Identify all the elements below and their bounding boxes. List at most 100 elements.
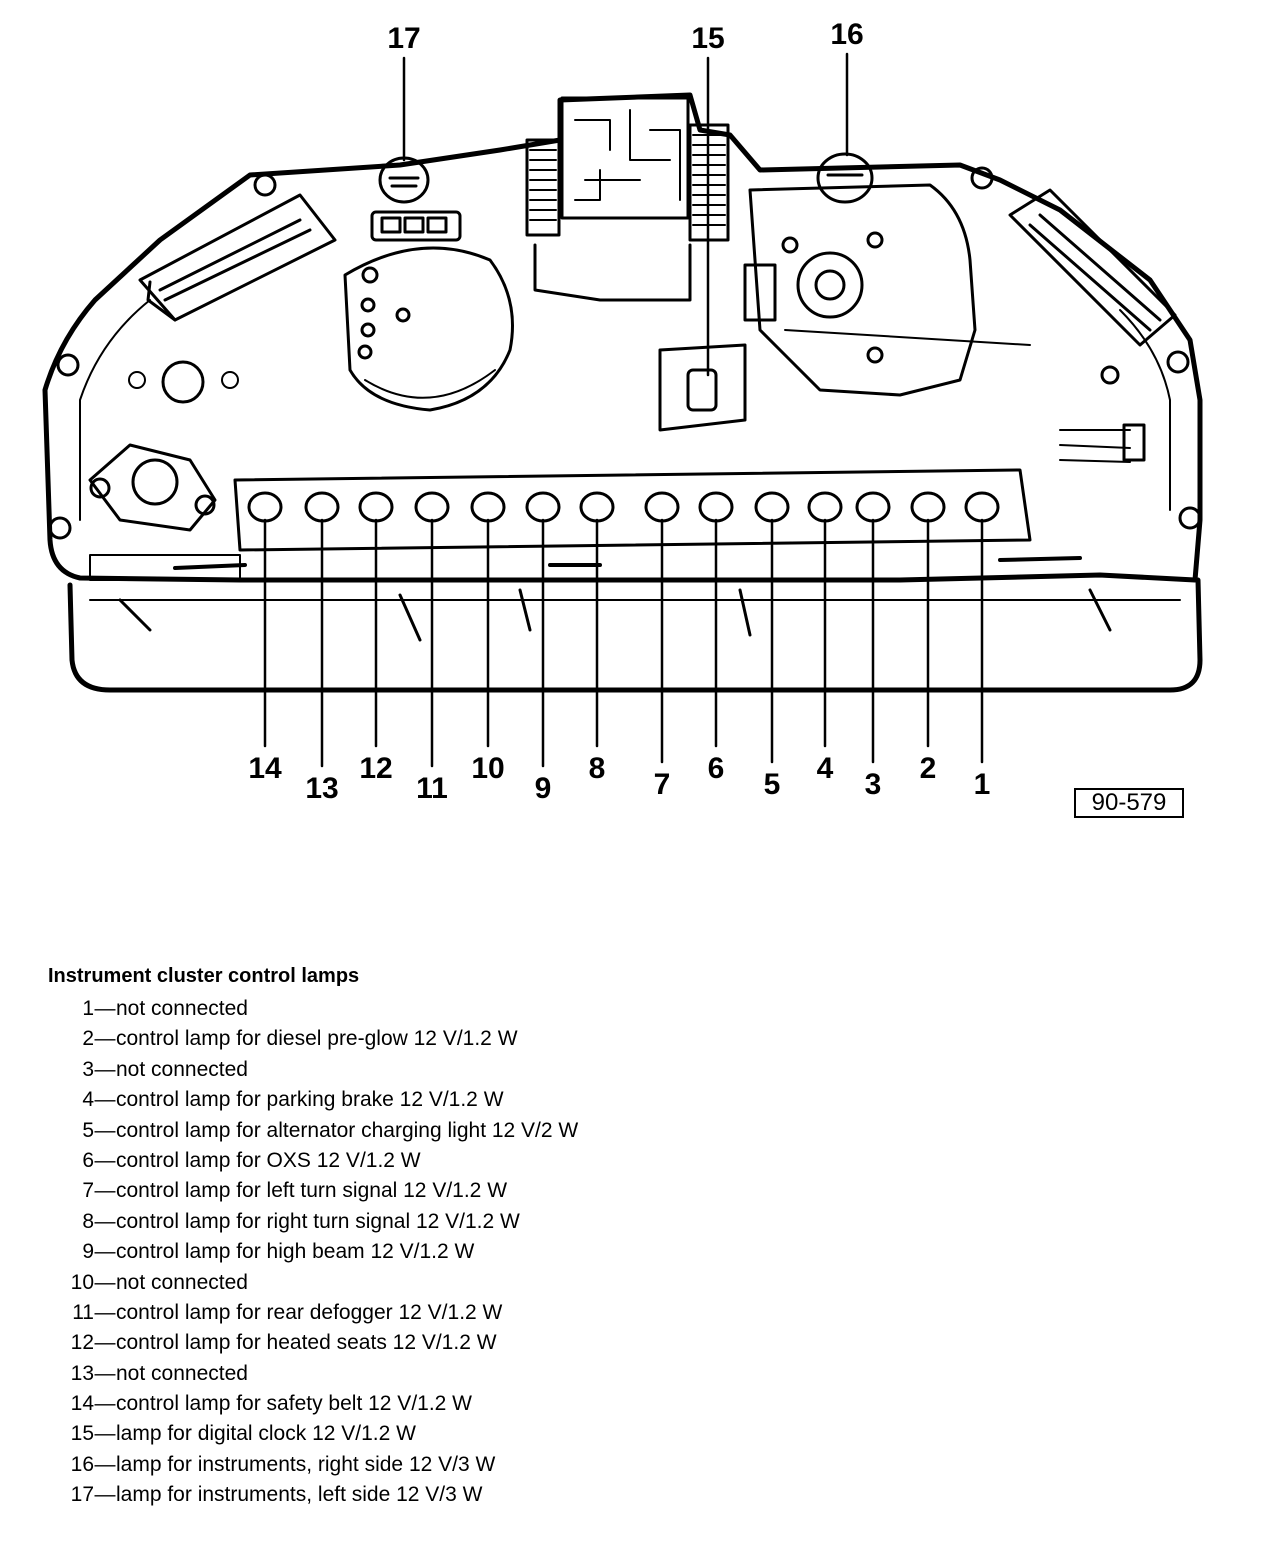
- legend-item-separator: —: [94, 1483, 116, 1507]
- legend-item-number: 10: [70, 1270, 94, 1294]
- callout-6: 6: [708, 752, 725, 785]
- lamp-bulb-13: [304, 491, 340, 523]
- lamp-bulb-7: [644, 491, 680, 523]
- lamp-bulb-8: [579, 491, 615, 523]
- legend-item-text: control lamp for rear defogger 12 V/1.2 …: [116, 1300, 503, 1324]
- legend-item-text: not connected: [116, 997, 248, 1020]
- legend-item-number: 8: [82, 1209, 94, 1233]
- callout-3: 3: [865, 768, 882, 801]
- callout-10: 10: [471, 752, 504, 785]
- legend-item-separator: —: [94, 1088, 116, 1112]
- figure-reference-code: 90-579: [1074, 788, 1184, 818]
- legend-item-separator: —: [94, 1179, 116, 1203]
- legend-item-number: 14: [70, 1392, 94, 1416]
- legend-item-separator: —: [94, 997, 116, 1020]
- callout-4: 4: [817, 752, 834, 785]
- legend-item: 11—control lamp for rear defogger 12 V/1…: [48, 1298, 948, 1328]
- legend-item: 3—not connected: [48, 1055, 948, 1085]
- legend-item-text: control lamp for right turn signal 12 V/…: [116, 1209, 520, 1233]
- legend-item: 12—control lamp for heated seats 12 V/1.…: [48, 1328, 948, 1358]
- legend-item-number: 6: [82, 1148, 94, 1172]
- legend-item-separator: —: [94, 1209, 116, 1233]
- legend-item: 16—lamp for instruments, right side 12 V…: [48, 1450, 948, 1480]
- legend-item-separator: —: [94, 1422, 116, 1446]
- lamp-bulb-6: [698, 491, 734, 523]
- lamp-bulb-10: [470, 491, 506, 523]
- legend-item-number: 12: [70, 1331, 94, 1355]
- legend-item-text: control lamp for diesel pre-glow 12 V/1.…: [116, 1027, 518, 1051]
- legend-item-text: control lamp for heated seats 12 V/1.2 W: [116, 1331, 497, 1355]
- legend-item: 7—control lamp for left turn signal 12 V…: [48, 1176, 948, 1206]
- left-rotary-switch: [88, 443, 217, 532]
- callout-16: 16: [830, 18, 863, 51]
- legend-item-text: control lamp for OXS 12 V/1.2 W: [116, 1148, 421, 1172]
- legend-item-number: 13: [70, 1361, 94, 1385]
- lamp-bulb-5: [754, 491, 790, 523]
- lamp-bulb-12: [358, 491, 394, 523]
- legend-item-number: 2: [82, 1027, 94, 1051]
- lamp-socket-16: [816, 152, 874, 204]
- cluster-housing-outline: [42, 92, 1203, 583]
- legend-title: Instrument cluster control lamps: [48, 965, 360, 987]
- lamp-bulb-11: [414, 491, 450, 523]
- legend-item-text: not connected: [116, 1361, 248, 1385]
- lamp-bulb-14: [247, 491, 283, 523]
- lamp-socket-17: [370, 156, 462, 242]
- legend-item-separator: —: [94, 1361, 116, 1385]
- legend-item: 14—control lamp for safety belt 12 V/1.2…: [48, 1389, 948, 1419]
- screw-hole: [161, 360, 205, 404]
- legend-item-text: not connected: [116, 1057, 248, 1081]
- callout-7: 7: [654, 768, 671, 801]
- legend-item: 6—control lamp for OXS 12 V/1.2 W: [48, 1146, 948, 1176]
- legend-item-separator: —: [94, 1452, 116, 1476]
- callout-2: 2: [920, 752, 937, 785]
- legend-item: 1—not connected: [48, 994, 948, 1024]
- lamp-bulb-2: [910, 491, 946, 523]
- left-gauge-motor: [343, 246, 514, 412]
- legend-item: 10—not connected: [48, 1268, 948, 1298]
- lamp-bulb-4: [807, 491, 843, 523]
- legend-item-separator: —: [94, 1392, 116, 1416]
- cluster-lower-tray: [67, 577, 1203, 693]
- legend-item-separator: —: [94, 1270, 116, 1294]
- legend-item: 9—control lamp for high beam 12 V/1.2 W: [48, 1237, 948, 1267]
- legend-item-separator: —: [94, 1027, 116, 1051]
- legend-item-number: 4: [82, 1088, 94, 1112]
- left-connector: [138, 193, 337, 322]
- legend-item-number: 9: [82, 1240, 94, 1264]
- lamp-bulb-9: [525, 491, 561, 523]
- callout-11: 11: [416, 772, 448, 805]
- legend-item: 4—control lamp for parking brake 12 V/1.…: [48, 1085, 948, 1115]
- legend-item-number: 3: [82, 1057, 94, 1081]
- legend-item-text: control lamp for alternator charging lig…: [116, 1118, 579, 1142]
- callout-15: 15: [691, 22, 724, 55]
- legend-item: 17—lamp for instruments, left side 12 V/…: [48, 1480, 948, 1510]
- legend-item-number: 16: [70, 1452, 94, 1476]
- callout-1: 1: [974, 768, 991, 801]
- legend-item-text: lamp for digital clock 12 V/1.2 W: [116, 1422, 416, 1446]
- callout-14: 14: [248, 752, 282, 785]
- lamp-socket-15: [658, 343, 747, 432]
- legend-item-text: lamp for instruments, right side 12 V/3 …: [116, 1452, 496, 1476]
- legend-item-separator: —: [94, 1148, 116, 1172]
- legend-item-number: 1: [82, 997, 94, 1020]
- legend-item-separator: —: [94, 1057, 116, 1081]
- legend-item-number: 17: [70, 1483, 94, 1507]
- legend-item-separator: —: [94, 1300, 116, 1324]
- callout-12: 12: [359, 752, 392, 785]
- legend-item-text: control lamp for safety belt 12 V/1.2 W: [116, 1392, 472, 1416]
- legend-item-separator: —: [94, 1331, 116, 1355]
- legend-item: 5—control lamp for alternator charging l…: [48, 1116, 948, 1146]
- legend-item: 15—lamp for digital clock 12 V/1.2 W: [48, 1419, 948, 1449]
- legend-item-number: 5: [82, 1118, 94, 1142]
- lamp-bulb-3: [855, 491, 891, 523]
- legend-item-text: control lamp for parking brake 12 V/1.2 …: [116, 1088, 504, 1112]
- callout-8: 8: [589, 752, 606, 785]
- callout-9: 9: [535, 772, 552, 805]
- lamp-strip: [233, 468, 1032, 552]
- legend-item-separator: —: [94, 1240, 116, 1264]
- legend-item-number: 7: [82, 1179, 94, 1203]
- callout-17: 17: [387, 22, 420, 55]
- legend-item: 13—not connected: [48, 1359, 948, 1389]
